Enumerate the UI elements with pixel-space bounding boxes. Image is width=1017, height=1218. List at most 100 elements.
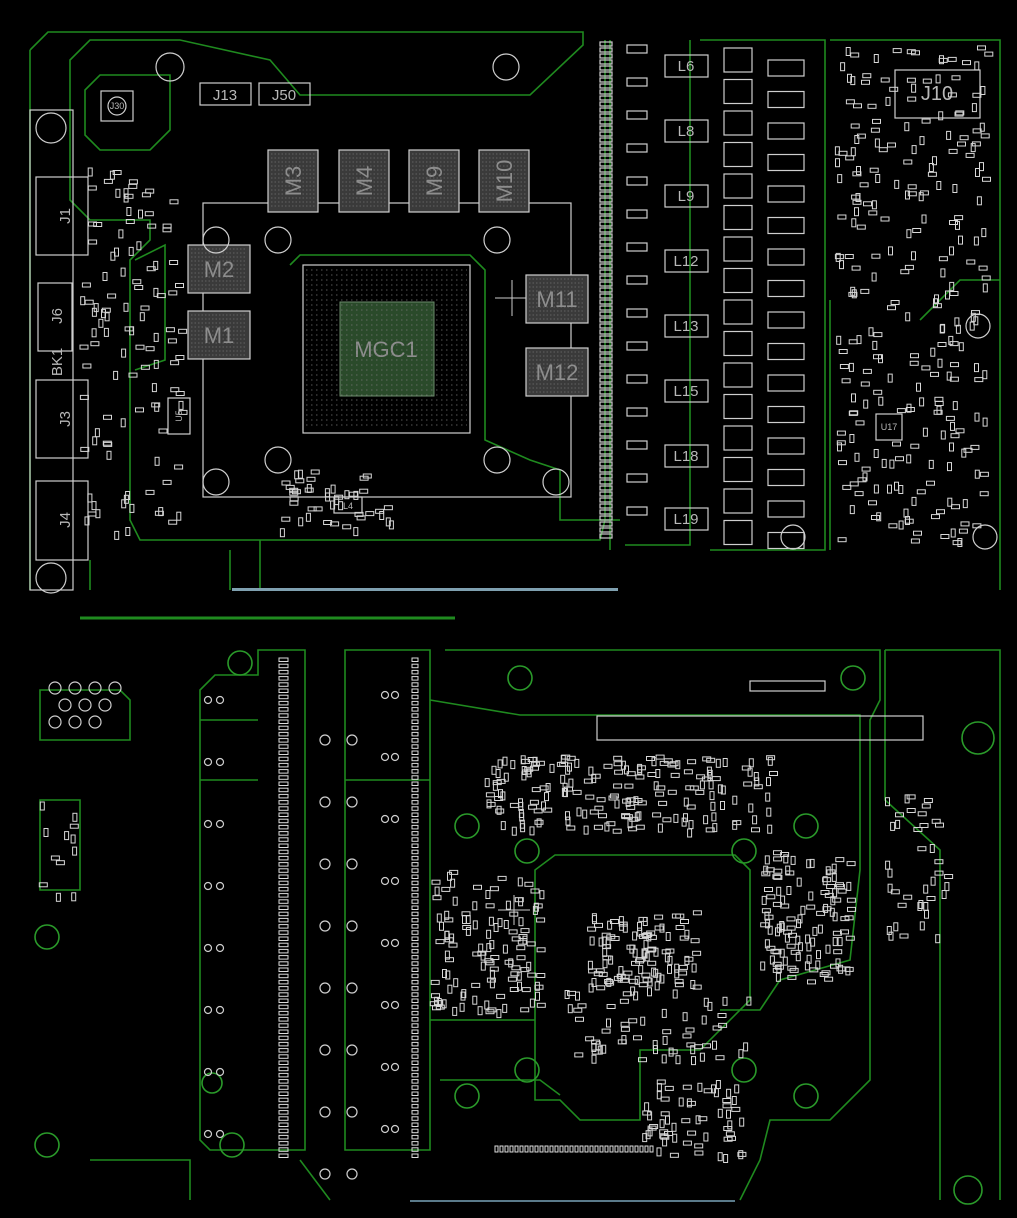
smd-pad bbox=[753, 784, 763, 790]
via-hole bbox=[78, 698, 92, 712]
smd-pad bbox=[761, 908, 771, 914]
smd-pad bbox=[566, 825, 576, 831]
smd-pad bbox=[635, 774, 645, 780]
smd-pad bbox=[835, 158, 840, 168]
pin-pad bbox=[411, 862, 419, 867]
smd-pad bbox=[672, 989, 678, 999]
smd-pad bbox=[767, 824, 773, 834]
smd-pad bbox=[153, 332, 159, 342]
smd-pad bbox=[342, 524, 352, 530]
smd-pad bbox=[836, 430, 846, 436]
smd-pad bbox=[840, 62, 846, 72]
smd-pad bbox=[764, 914, 774, 920]
smd-pad bbox=[106, 450, 112, 460]
smd-pad bbox=[955, 110, 965, 116]
smd-pad bbox=[786, 916, 796, 922]
smd-pad bbox=[695, 789, 705, 795]
smd-pad bbox=[484, 1000, 490, 1010]
pin-pad bbox=[599, 263, 613, 269]
smd-pad bbox=[826, 869, 836, 875]
smd-pad bbox=[919, 921, 925, 931]
smd-pad bbox=[722, 758, 728, 767]
pin-pad bbox=[599, 125, 613, 131]
pin-pad bbox=[411, 942, 419, 948]
smd-pad bbox=[690, 938, 700, 944]
label-inductor-l12: L12 bbox=[673, 253, 698, 270]
smd-pad bbox=[687, 1130, 697, 1136]
smd-pad bbox=[170, 387, 180, 393]
via bbox=[390, 690, 400, 700]
smd-pad bbox=[706, 766, 712, 776]
smd-pad bbox=[92, 436, 98, 446]
pin-pad bbox=[278, 924, 289, 929]
smd-pad bbox=[449, 933, 455, 943]
pin-pad bbox=[278, 1029, 289, 1034]
connector-j3 bbox=[35, 379, 89, 459]
via-hole bbox=[68, 715, 82, 729]
smd-pad bbox=[592, 915, 597, 925]
pin-pad bbox=[599, 437, 613, 443]
smd-pad bbox=[129, 503, 135, 513]
smd-pad bbox=[974, 412, 980, 422]
pin-pad bbox=[599, 365, 613, 371]
smd-pad bbox=[751, 827, 760, 833]
smd-pad bbox=[103, 441, 113, 447]
smd-pad bbox=[921, 118, 931, 124]
smd-pad bbox=[178, 328, 188, 334]
smd-pad bbox=[560, 774, 566, 784]
smd-pad bbox=[910, 353, 919, 359]
smd-pad bbox=[545, 783, 551, 792]
smd-pad bbox=[863, 399, 869, 409]
edge-pin bbox=[544, 1145, 549, 1153]
smd-pad bbox=[517, 877, 523, 887]
via bbox=[380, 1000, 390, 1010]
pin-pad bbox=[411, 930, 419, 935]
smd-pad bbox=[565, 811, 570, 821]
pin-pad bbox=[278, 682, 289, 687]
pin-pad bbox=[278, 911, 289, 917]
pin-pad bbox=[278, 818, 289, 824]
smd-pad bbox=[788, 932, 797, 938]
smd-pad bbox=[709, 791, 715, 801]
smd-pad bbox=[444, 950, 450, 960]
smd-pad bbox=[281, 480, 291, 486]
edge-pin bbox=[609, 1145, 614, 1153]
smd-pad bbox=[687, 759, 697, 765]
smd-pad bbox=[488, 916, 494, 926]
smd-pad bbox=[905, 407, 915, 412]
pin-pad bbox=[411, 893, 419, 898]
pin-pad bbox=[411, 725, 419, 731]
via bbox=[203, 943, 213, 953]
smd-pad bbox=[518, 801, 524, 811]
smd-pad bbox=[840, 916, 850, 922]
smd-pad bbox=[662, 1029, 672, 1035]
smd-pad bbox=[685, 785, 695, 791]
pin-pad bbox=[411, 855, 419, 861]
edge-pin bbox=[634, 1145, 639, 1153]
smd-pad bbox=[763, 865, 769, 875]
smd-pad bbox=[529, 998, 535, 1008]
smd-pad bbox=[661, 1008, 667, 1018]
smd-pad bbox=[626, 771, 636, 777]
pin-pad bbox=[599, 533, 613, 539]
crosshair-cursor bbox=[495, 280, 530, 316]
smd-pad bbox=[502, 944, 508, 954]
pin-pad bbox=[411, 1147, 419, 1152]
smd-pad bbox=[981, 275, 991, 281]
resistor-pad bbox=[626, 209, 648, 219]
pin-pad bbox=[278, 781, 289, 786]
smd-pad bbox=[518, 917, 524, 927]
smd-pad bbox=[853, 103, 862, 109]
smd-pad bbox=[911, 83, 917, 93]
via bbox=[319, 796, 331, 808]
pin-pad bbox=[599, 377, 613, 383]
smd-pad bbox=[147, 223, 157, 229]
smd-pad bbox=[984, 51, 994, 57]
smd-pad bbox=[436, 998, 442, 1007]
mosfet bbox=[723, 204, 753, 231]
smd-pad bbox=[669, 761, 679, 767]
smd-pad bbox=[698, 1116, 708, 1122]
label-j30: J30 bbox=[110, 101, 125, 111]
label-inductor-l15: L15 bbox=[673, 383, 698, 400]
smd-pad bbox=[906, 229, 912, 239]
